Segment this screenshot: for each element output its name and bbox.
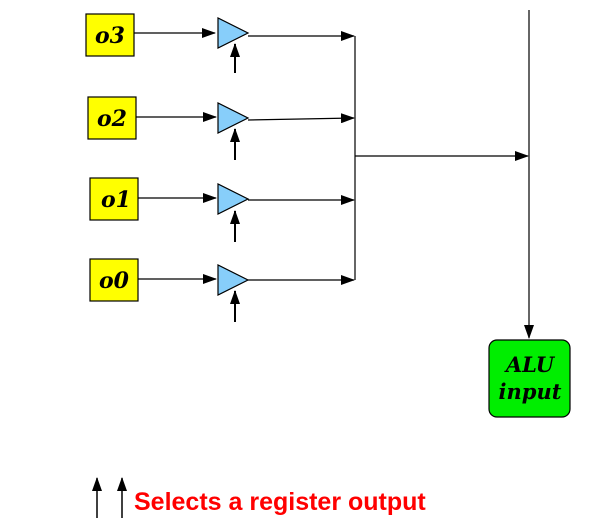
buffer-o0 xyxy=(217,264,250,296)
alu-label-line1: ALU xyxy=(504,352,556,377)
register-o0-label: o0 xyxy=(99,268,130,294)
alu-input-box xyxy=(488,339,571,418)
buffer-o1 xyxy=(217,183,250,215)
register-o1-box xyxy=(89,177,139,221)
legend: Selects a register output xyxy=(92,477,426,518)
register-o2: o2 xyxy=(87,96,137,140)
alu-label-line2: input xyxy=(499,379,562,404)
register-o0: o0 xyxy=(89,258,139,302)
legend-text: Selects a register output xyxy=(134,488,426,516)
register-o2-box xyxy=(87,96,137,140)
alu-input: ALU input xyxy=(488,339,571,418)
register-o1: o1 xyxy=(89,177,139,221)
register-o0-box xyxy=(89,258,139,302)
register-o3-label: o3 xyxy=(95,23,125,49)
buffer-o2 xyxy=(217,102,250,134)
register-o1-label: o1 xyxy=(101,187,131,213)
buffer-o3 xyxy=(217,17,250,49)
wire-buffer-o2-out xyxy=(247,113,355,124)
register-o3-box xyxy=(85,13,135,57)
register-o3: o3 xyxy=(85,13,135,57)
register-o2-label: o2 xyxy=(97,106,127,132)
